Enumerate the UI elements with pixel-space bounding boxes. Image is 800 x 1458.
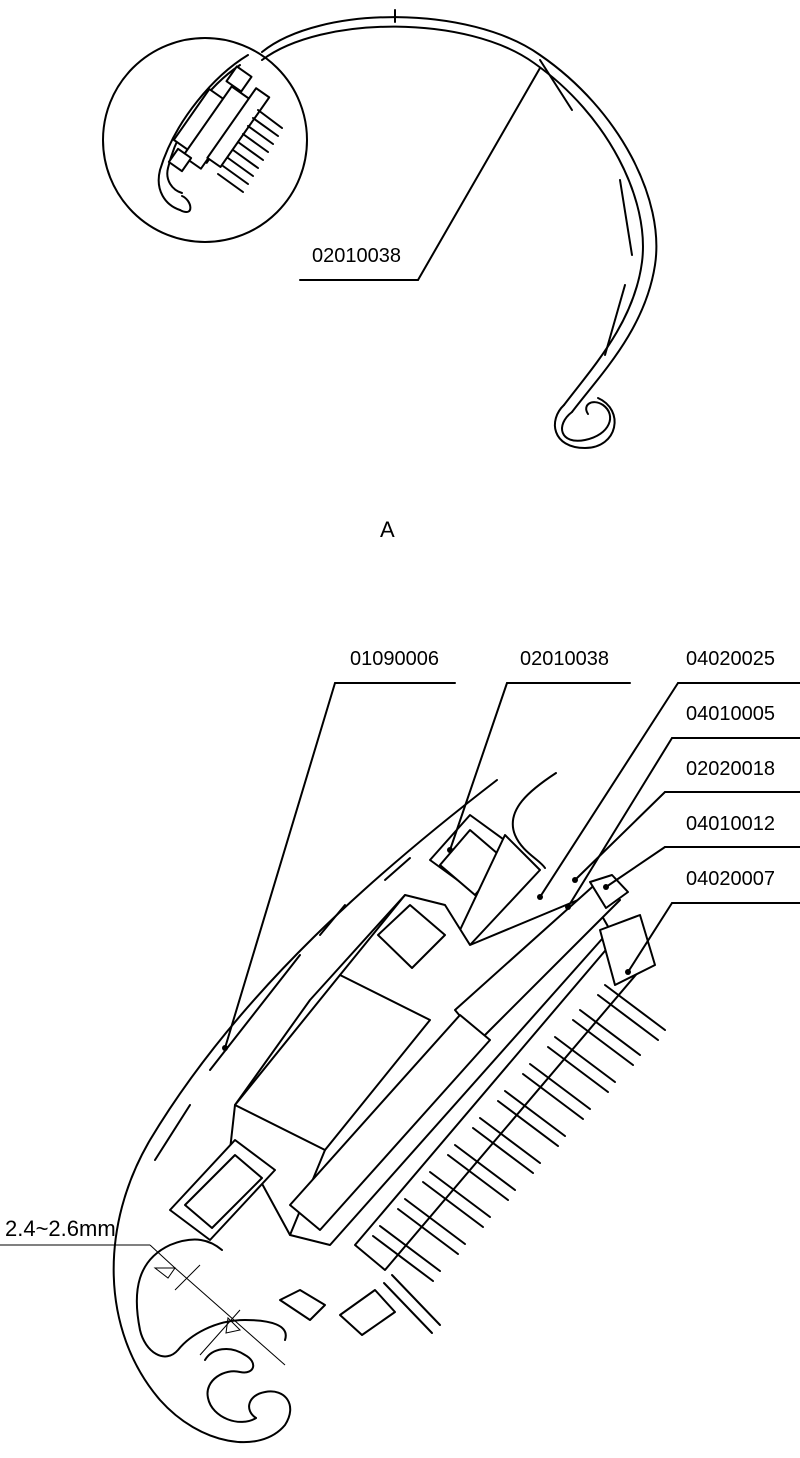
head-block bbox=[589, 874, 629, 909]
pin-row bbox=[372, 984, 666, 1334]
dimension-annotation: 2.4~2.6mm bbox=[0, 1216, 286, 1366]
lower-clip bbox=[169, 1139, 276, 1241]
callout-02020018: 02020018 bbox=[686, 758, 775, 780]
view-a-leader bbox=[417, 67, 541, 281]
callout-labels: 01090006 02010038 04020025 04010005 0202… bbox=[350, 648, 775, 890]
detail-hook bbox=[135, 1238, 287, 1423]
central-block bbox=[289, 1014, 491, 1231]
magnifier-circle bbox=[102, 37, 308, 243]
view-a-overview: 02010038 bbox=[102, 9, 658, 449]
callout-02010038: 02010038 bbox=[520, 648, 609, 670]
right-cap bbox=[599, 914, 656, 986]
dimension-label: 2.4~2.6mm bbox=[5, 1216, 116, 1241]
lower-foot-right bbox=[339, 1289, 396, 1336]
hook-end bbox=[553, 397, 616, 449]
callout-01090006: 01090006 bbox=[350, 648, 439, 670]
callout-04020025: 04020025 bbox=[686, 648, 775, 670]
upper-left-block bbox=[377, 904, 446, 969]
view-a-label: A bbox=[380, 517, 395, 542]
lower-foot-left bbox=[279, 1289, 326, 1321]
callout-leaders bbox=[222, 682, 800, 1051]
view-a-callout: 02010038 bbox=[312, 245, 401, 267]
callout-04020007: 04020007 bbox=[686, 868, 775, 890]
callout-04010005: 04010005 bbox=[686, 703, 775, 725]
detail-rail-inner bbox=[511, 772, 557, 869]
arch-rail-inner bbox=[261, 25, 644, 406]
magnified-pins bbox=[217, 109, 283, 193]
detail-view: 01090006 02010038 04020025 04010005 0202… bbox=[0, 648, 800, 1444]
magnified-assembly bbox=[157, 54, 283, 213]
detail-rail-outer bbox=[112, 779, 498, 1444]
callout-04010012: 04010012 bbox=[686, 813, 775, 835]
arch-rail-outer bbox=[261, 16, 658, 413]
